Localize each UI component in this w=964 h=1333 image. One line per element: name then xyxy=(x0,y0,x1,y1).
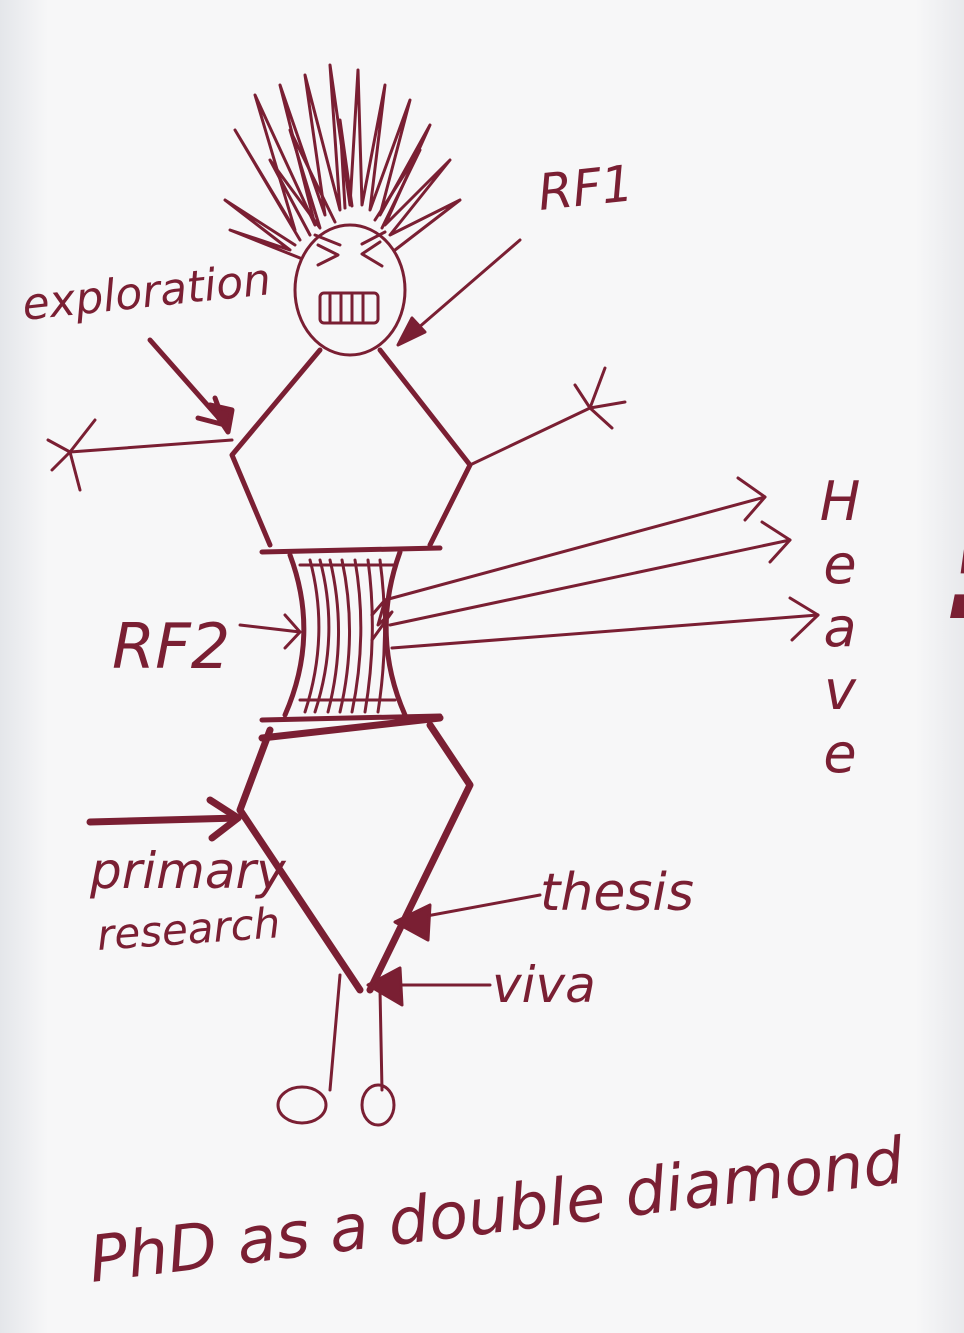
primary-label: primary xyxy=(89,842,287,900)
rf2-label: RF2 xyxy=(112,610,230,683)
heave-exclaim-label: ! xyxy=(935,442,964,663)
heave-label: Heave xyxy=(809,470,872,785)
rf1-label: RF1 xyxy=(535,154,636,222)
thesis-label: thesis xyxy=(540,863,694,923)
viva-label: viva xyxy=(492,956,596,1014)
